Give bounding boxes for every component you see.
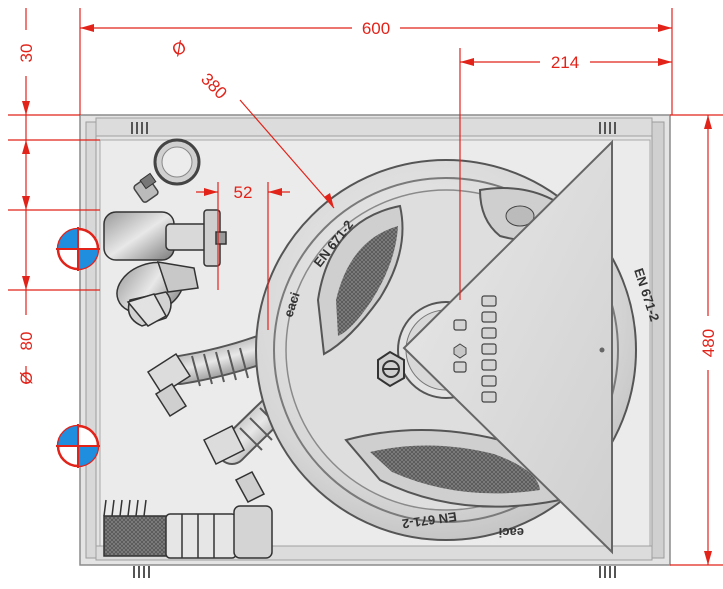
inlet-marker-lower (56, 424, 100, 468)
dimension-height-label: 480 (699, 329, 718, 357)
bracket-bolts (453, 295, 497, 403)
dimension-gap-label: 52 (234, 183, 253, 202)
hose-bottom-nozzle (103, 499, 273, 559)
dimension-inlet-spacing-label: 80 (17, 332, 36, 351)
dimension-top-margin-label: 30 (17, 44, 36, 63)
dimension-width-label: 600 (362, 19, 390, 38)
brand-logo-hub (377, 350, 405, 388)
dimension-diameter-symbol-left: Ø (17, 371, 36, 384)
dimension-offset-label: 214 (551, 53, 579, 72)
cabinet-left-rail (85, 121, 97, 559)
inlet-marker-upper (56, 227, 100, 271)
pressure-gauge (133, 138, 201, 203)
rim-brand-label-2: eaci (499, 525, 524, 540)
vent-slots-top-left (131, 122, 148, 134)
rim-brand-label-1: eaci (281, 290, 303, 319)
dimension-diameter-symbol-top: Ø (169, 37, 190, 60)
vent-slots-bottom-left (133, 566, 150, 578)
dimension-reel-diameter-label: 380 (197, 69, 230, 102)
cabinet-top-rail (95, 117, 653, 137)
vent-slots-bottom-right (599, 566, 616, 578)
valve-assembly (103, 209, 227, 327)
cabinet-right-rail (651, 121, 665, 559)
vent-slots-top-right (599, 122, 616, 134)
dimension-lines (8, 8, 723, 566)
swivel-bracket (402, 139, 613, 555)
